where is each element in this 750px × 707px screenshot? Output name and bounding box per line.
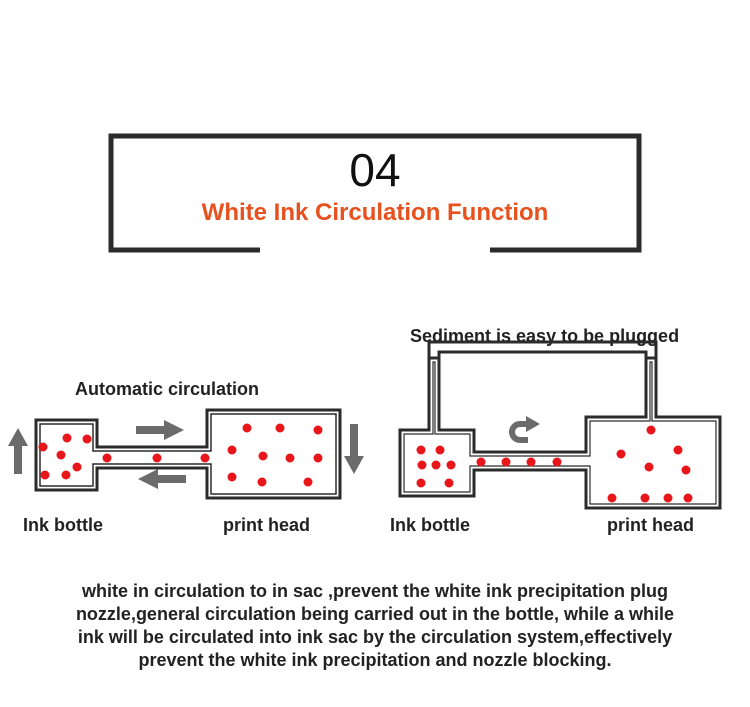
right-arrow-icon <box>136 420 184 440</box>
right-bottle-label: Ink bottle <box>390 515 470 535</box>
right-pipe-inner <box>403 361 717 505</box>
section-title: White Ink Circulation Function <box>201 199 549 226</box>
header-frame <box>108 133 642 253</box>
bypass-loop-inner <box>437 350 648 358</box>
left-caption: Automatic circulation <box>75 379 260 399</box>
description-line: ink will be circulated into ink sac by t… <box>77 627 673 647</box>
down-arrow-icon <box>344 424 364 474</box>
description-line: prevent the white ink precipitation and … <box>138 650 612 670</box>
bypass-loop <box>427 340 658 358</box>
description-line: white in circulation to in sac ,prevent … <box>81 581 669 601</box>
left-ink-dots <box>38 423 323 487</box>
header-frame-border <box>108 133 642 253</box>
u-turn-arrow-icon <box>509 416 540 443</box>
circulation-diagram <box>8 340 722 510</box>
right-ink-dots <box>416 425 693 503</box>
left-ink-bottle <box>34 408 342 500</box>
left-head-label: print head <box>223 515 311 535</box>
section-number: 04 <box>349 144 401 196</box>
left-bottle-label: Ink bottle <box>23 515 103 535</box>
right-head-label: print head <box>607 515 695 535</box>
left-arrow-icon <box>138 469 186 489</box>
left-ink-bottle-inner <box>39 413 337 495</box>
description-line: nozzle,general circulation being carried… <box>75 604 675 624</box>
up-arrow-icon <box>8 428 28 474</box>
description: white in circulation to in sac ,prevent … <box>20 580 730 672</box>
